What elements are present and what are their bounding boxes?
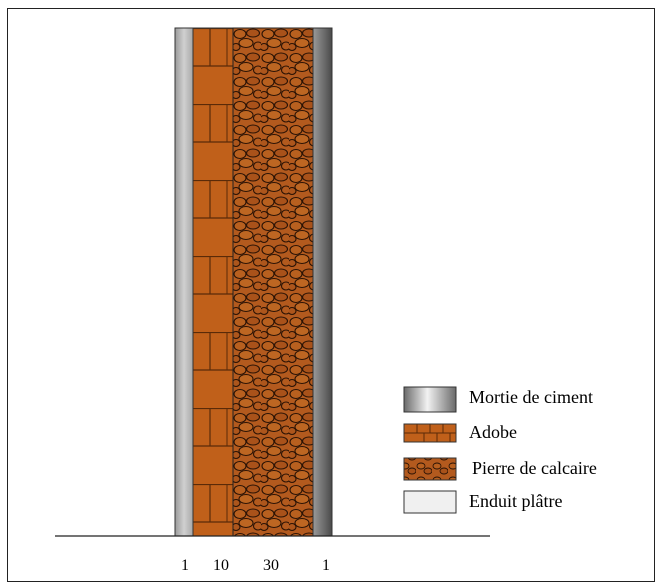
thickness-label-limestone: 30 <box>263 557 279 574</box>
legend-swatch-adobe <box>403 423 457 443</box>
thickness-label-adobe: 10 <box>213 557 229 574</box>
legend-label-plaster: Enduit plâtre <box>469 491 563 511</box>
thickness-label-cement-inner: 1 <box>181 557 189 574</box>
figure-frame <box>7 8 655 582</box>
legend-swatch-limestone <box>403 457 457 481</box>
legend-swatch-plaster <box>403 490 457 514</box>
legend-label-adobe: Adobe <box>469 422 517 442</box>
thickness-label-cement-outer: 1 <box>322 557 330 574</box>
legend-label-limestone: Pierre de calcaire <box>472 458 597 478</box>
limestone-layer <box>232 27 314 537</box>
legend-label-cement-mortar: Mortie de ciment <box>469 387 593 407</box>
legend-swatch-cement-mortar <box>403 386 457 413</box>
adobe-layer <box>192 27 234 537</box>
